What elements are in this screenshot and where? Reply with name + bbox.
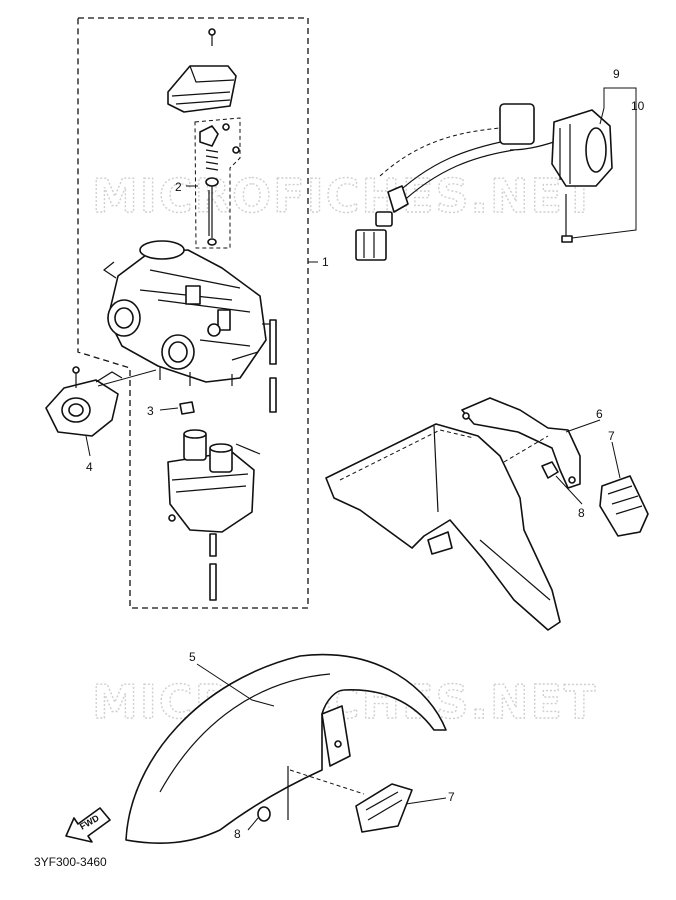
callout-8-lower: 8: [234, 827, 241, 841]
top-screw: [208, 28, 216, 46]
wiring-harness: [355, 103, 561, 261]
front-reflector: [355, 783, 413, 833]
callout-9: 9: [613, 67, 620, 81]
callout-labels: 2 1 3 4 5 6 7 8 7 8 9 10: [86, 67, 645, 841]
collar-lower: [257, 806, 271, 822]
carburetor-body: [102, 240, 267, 386]
callout-2: 2: [175, 180, 182, 194]
watermark-upper: MICROFICHES.NET: [92, 169, 597, 223]
reference-code: 3YF300-3460: [34, 855, 107, 869]
carb-side-hoses: [262, 319, 277, 413]
callout-7-upper: 7: [608, 429, 615, 443]
jet-nut: [179, 401, 195, 415]
callout-7-lower: 7: [448, 790, 455, 804]
needle-kit: [194, 117, 241, 249]
leader-lines: [85, 87, 637, 831]
pickup-coil: [551, 109, 613, 243]
intake-joint: [45, 366, 123, 437]
callout-3: 3: [147, 404, 154, 418]
callout-1: 1: [322, 255, 329, 269]
collar-upper: [541, 461, 559, 479]
tail-bracket: [461, 397, 581, 489]
rear-fender: [325, 423, 561, 631]
float-bowl: [167, 429, 261, 601]
callout-5: 5: [189, 650, 196, 664]
callout-8-upper: 8: [578, 506, 585, 520]
fwd-direction-arrow: FWD: [65, 807, 111, 843]
front-fender: [125, 653, 447, 844]
callout-4: 4: [86, 460, 93, 474]
carburetor-assembly-group: [77, 17, 309, 609]
callout-10: 10: [631, 99, 645, 113]
carb-top-cover: [167, 65, 237, 113]
callout-6: 6: [596, 407, 603, 421]
carburetor-assembly-boundary: [77, 17, 309, 609]
rear-reflector: [599, 475, 649, 537]
